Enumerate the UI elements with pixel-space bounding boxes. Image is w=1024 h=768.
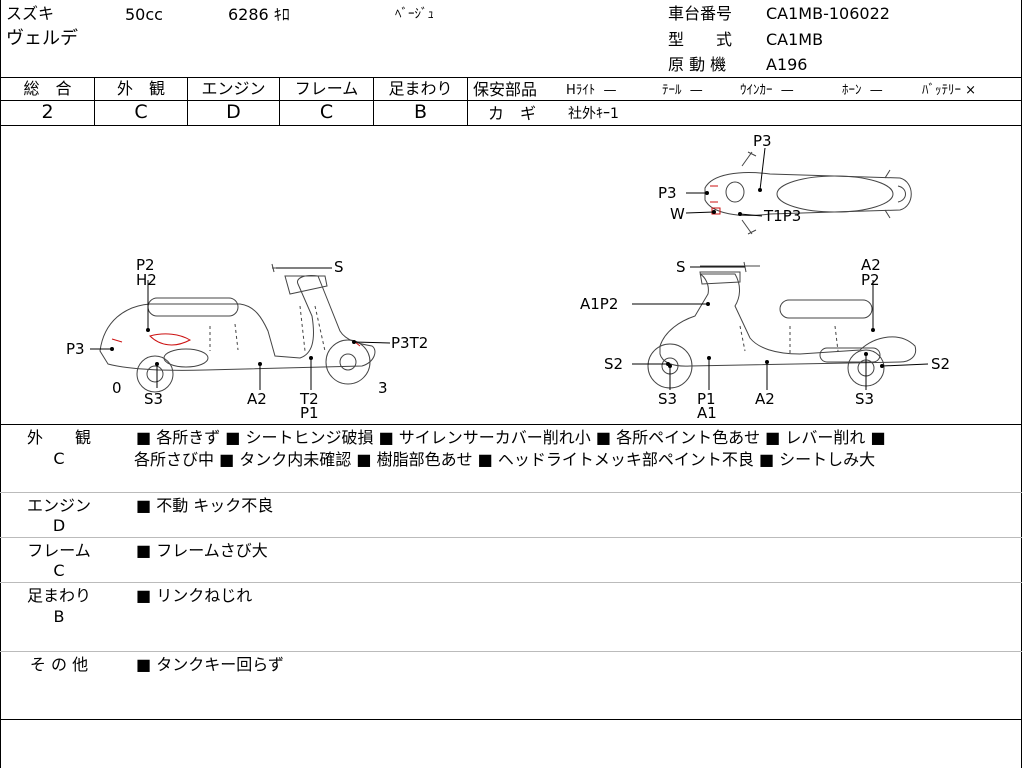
label-right-s3-2: S3 bbox=[855, 390, 874, 408]
comment-grade: C bbox=[53, 561, 65, 580]
label-right-a2-top: A2 bbox=[861, 256, 881, 274]
label-right-p2: P2 bbox=[861, 271, 880, 289]
grade-label: 外 観 bbox=[116, 79, 165, 98]
grade-label: 足まわり bbox=[388, 79, 453, 98]
label-left-s: S bbox=[334, 258, 344, 276]
grade-value: D bbox=[226, 101, 241, 123]
key-label: カ ギ bbox=[488, 104, 537, 123]
label-top-p3-2: P3 bbox=[658, 184, 677, 202]
displacement: 50cc bbox=[125, 5, 163, 24]
grade-label: エンジン bbox=[201, 79, 266, 98]
type-label: 型 式 bbox=[668, 30, 733, 49]
body-color: ﾍﾞｰｼﾞｭ bbox=[395, 7, 434, 22]
comment-grade: B bbox=[53, 607, 65, 626]
comment-line: ■ 不動 キック不良 bbox=[136, 496, 274, 515]
engine-label: 原 動 機 bbox=[668, 55, 727, 74]
safety-label: 保安部品 bbox=[473, 80, 538, 99]
comment-label: エンジン bbox=[26, 496, 91, 515]
comment-line: ■ リンクねじれ bbox=[136, 586, 253, 605]
engine-value: A196 bbox=[766, 55, 808, 74]
label-right-a1p2: A1P2 bbox=[580, 295, 618, 313]
maker: スズキ bbox=[6, 4, 55, 23]
label-left-a2: A2 bbox=[247, 390, 267, 408]
scooter-diagram: P3 P3 W T1P3 P2 H2 S P3 P3T2 0 S3 A2 T2 … bbox=[66, 132, 950, 422]
comment-line: 各所さび中 ■ タンク内未確認 ■ 樹脂部色あせ ■ ヘッドライトメッキ部ペイン… bbox=[134, 450, 876, 469]
label-right-s2-2: S2 bbox=[931, 355, 950, 373]
grade-label: フレーム bbox=[294, 79, 359, 98]
label-right-s: S bbox=[676, 258, 686, 276]
grade-label: 総 合 bbox=[23, 79, 72, 98]
comment-grade: C bbox=[53, 449, 65, 468]
mileage: 6286 ｷﾛ bbox=[228, 5, 290, 24]
label-left-t2: T2 bbox=[299, 390, 319, 408]
safety-battery: ﾊﾞｯﾃﾘｰ × bbox=[922, 83, 977, 98]
label-top-w: W bbox=[670, 205, 685, 223]
label-right-a1: A1 bbox=[697, 404, 717, 422]
label-left-p3t2: P3T2 bbox=[391, 334, 428, 352]
label-left-zero: 0 bbox=[112, 379, 122, 397]
comment-line: ■ タンクキー回らず bbox=[136, 655, 284, 674]
label-top-t1p3: T1P3 bbox=[763, 207, 801, 225]
grade-value: B bbox=[413, 101, 428, 123]
comment-label: 外 観 bbox=[26, 428, 91, 447]
label-left-s3: S3 bbox=[144, 390, 163, 408]
label-left-p1: P1 bbox=[300, 404, 319, 422]
frame-no-label: 車台番号 bbox=[668, 4, 733, 23]
right-side-view bbox=[647, 261, 917, 389]
comment-label: フレーム bbox=[27, 541, 91, 560]
key-value: 社外ｷｰ1 bbox=[568, 106, 619, 122]
comment-label: 足まわり bbox=[26, 586, 91, 605]
label-right-s3: S3 bbox=[658, 390, 677, 408]
grade-value: C bbox=[319, 101, 334, 123]
comment-line: ■ 各所きず ■ シートヒンジ破損 ■ サイレンサーカバー削れ小 ■ 各所ペイン… bbox=[136, 428, 886, 447]
frame-no: CA1MB-106022 bbox=[766, 4, 890, 23]
safety-headlight: Hﾗｲﾄ — bbox=[566, 83, 617, 98]
label-left-h2: H2 bbox=[136, 271, 157, 289]
label-right-a2: A2 bbox=[755, 390, 775, 408]
top-view bbox=[704, 151, 912, 235]
safety-horn: ﾎｰﾝ — bbox=[842, 83, 883, 98]
comment-label: そ の 他 bbox=[29, 655, 89, 674]
label-right-p1: P1 bbox=[697, 390, 716, 408]
type-value: CA1MB bbox=[766, 30, 824, 49]
label-right-s2: S2 bbox=[604, 355, 623, 373]
label-left-three: 3 bbox=[378, 379, 388, 397]
label-left-p3: P3 bbox=[66, 340, 85, 358]
safety-tail: ﾃｰﾙ — bbox=[662, 83, 703, 98]
grade-value: C bbox=[134, 101, 148, 123]
label-top-p3: P3 bbox=[753, 132, 772, 150]
comment-line: ■ フレームさび大 bbox=[136, 541, 268, 560]
safety-winker: ｳｲﾝｶｰ — bbox=[740, 83, 794, 98]
comment-grade: D bbox=[52, 516, 66, 535]
grade-value: 2 bbox=[41, 101, 54, 123]
model-name: ヴェルデ bbox=[6, 28, 78, 49]
label-left-p2: P2 bbox=[136, 256, 155, 274]
